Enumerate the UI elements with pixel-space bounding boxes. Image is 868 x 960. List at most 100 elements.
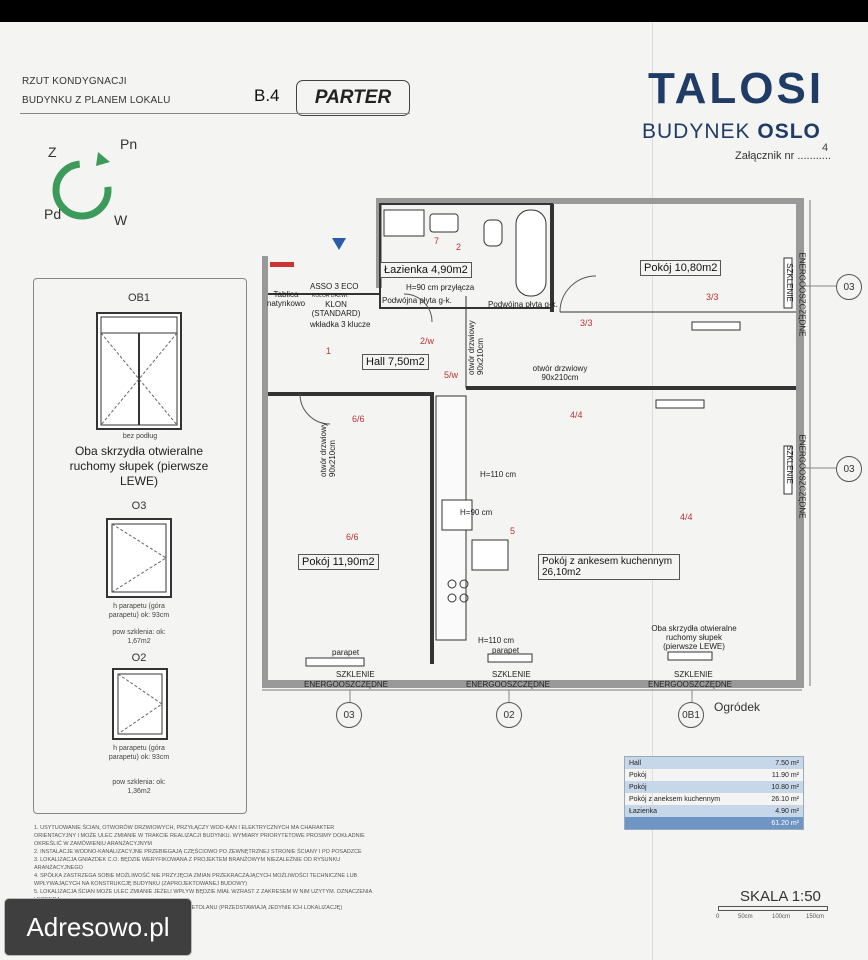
summary-value: 10.80 m² <box>771 783 799 791</box>
mark-7: 7 <box>434 236 440 246</box>
note-otwor-2: otwór drzwiowy 90x210cm <box>467 320 485 375</box>
building-name: OSLO <box>757 120 821 143</box>
summary-name: Pokój <box>629 783 647 791</box>
compass-w: W <box>114 212 128 228</box>
window-o2-icon <box>112 668 168 740</box>
legend-o2-sill: h parapetu (góra parapetu) ok: 93cm <box>108 745 170 761</box>
summary-row: Łazienka 4.90 m² <box>625 805 803 817</box>
summary-name: Pokój z aneksem kuchennym <box>629 795 721 803</box>
glazing-2: SZKLENIE <box>492 670 531 679</box>
mark-44a: 4/4 <box>570 410 583 420</box>
glazing-energy-1: ENERGOOSZCZĘDNE <box>304 680 389 689</box>
window-ob1-icon <box>96 312 182 430</box>
brand-logo: TALOSI <box>648 64 825 113</box>
footnote: 2. INSTALACJE WODNO-KANALIZACYJNE PRZEBI… <box>34 849 362 855</box>
mark-66a: 6/6 <box>352 414 365 424</box>
top-black-bar <box>0 0 868 22</box>
summary-value: 7.50 m² <box>775 759 799 767</box>
glazing-3: SZKLENIE <box>674 670 713 679</box>
window-o3-icon <box>106 518 172 598</box>
scale-tick: 50cm <box>738 914 753 920</box>
footnote: 4. SPÓŁKA ZASTRZEGA SOBIE MOŻLIWOŚĆ NIE … <box>34 873 358 887</box>
note-otwor-1: otwór drzwiowy 90x210cm <box>532 364 588 382</box>
summary-name: Hall <box>629 759 642 767</box>
floor-label: PARTER <box>296 80 410 116</box>
legend-o2-label: O2 <box>131 652 147 664</box>
mark-66b: 6/6 <box>346 532 359 542</box>
room-hall: Hall 7,50m2 <box>362 354 429 370</box>
glazing-energy-5: ENERGOOSZCZĘDNE <box>797 434 807 519</box>
note-ob: Oba skrzydła otwieralne ruchomy słupek (… <box>651 624 737 651</box>
annex-value: 4 <box>822 142 829 154</box>
mark-1: 1 <box>326 346 332 356</box>
summary-value: 4.90 m² <box>775 807 799 815</box>
footnote: 3. LOKALIZACJA GNIAZDEK C.O. BĘDZIE WERY… <box>34 857 341 871</box>
building-prefix: BUDYNEK <box>642 120 751 143</box>
summary-total-row: 61.20 m² <box>625 817 803 829</box>
mark-33a: 3/3 <box>580 318 593 328</box>
room-salon: Pokój z ankesem kuchennym 26,10m2 <box>538 554 680 580</box>
header-title-line1: RZUT KONDYGNACJI <box>22 76 127 87</box>
header-underline <box>20 113 410 114</box>
note-h110-b: H=110 cm <box>478 636 515 645</box>
mark-5w: 5/w <box>444 370 459 380</box>
legend-ob1-sill: bez podług <box>122 433 158 440</box>
entrance-marker-icon <box>332 238 346 250</box>
note-plyta2: Podwójna płyta g-k. <box>488 300 558 309</box>
note-otwor-3: otwór drzwiowy 90x210cm <box>319 422 337 477</box>
axis-label-03-right-bottom: 03 <box>836 456 862 482</box>
compass-icon <box>52 152 112 220</box>
brand-building: BUDYNEK OSLO <box>642 120 821 144</box>
adresowo-watermark: Adresowo.pl <box>4 898 192 956</box>
paper-fold <box>652 22 653 960</box>
header-title-line2: BUDYNKU Z PLANEM LOKALU <box>22 95 171 106</box>
mark-5: 5 <box>510 526 516 536</box>
summary-row: Hall 7.50 m² <box>625 757 803 769</box>
parapet-1: parapet <box>332 648 360 657</box>
mark-44b: 4/4 <box>680 512 693 522</box>
legend-ob1-label: OB1 <box>127 292 150 304</box>
note-h90-b: H=90 cm <box>460 508 493 517</box>
glazing-energy-2: ENERGOOSZCZĘDNE <box>466 680 551 689</box>
compass-pd: Pd <box>44 206 62 222</box>
mark-2w: 2/w <box>420 336 435 346</box>
summary-value: 26.10 m² <box>771 795 799 803</box>
scale-label: SKALA 1:50 <box>740 888 821 905</box>
note-h90: H=90 cm przyłącza <box>406 283 475 292</box>
legend-o2-area: pow szklenia: ok: 1,36m2 <box>112 779 166 795</box>
mark-2: 2 <box>456 242 462 252</box>
window-legend <box>33 278 247 814</box>
glazing-1: SZKLENIE <box>336 670 375 679</box>
parapet-2: parapet <box>492 646 520 655</box>
axis-label-02: 02 <box>496 702 522 728</box>
summary-row: Pokój z aneksem kuchennym 26.10 m² <box>625 793 803 805</box>
legend-o3-label: O3 <box>131 500 147 512</box>
room-pokoj-2: Pokój 11,90m2 <box>298 554 379 570</box>
room-pokoj-1: Pokój 10,80m2 <box>640 260 722 276</box>
glazing-4: SZKLENIE <box>784 263 794 302</box>
scale-tick: 0 <box>716 914 720 920</box>
summary-name: Pokój <box>629 771 647 779</box>
note-wkladka: wkładka 3 klucze <box>310 320 371 329</box>
unit-code: B.4 <box>254 86 280 105</box>
annex-dots: ........... <box>797 150 831 162</box>
axis-label-03-bottom: 03 <box>336 702 362 728</box>
compass-z: Z <box>48 144 57 160</box>
axis-label-0b1: 0B1 <box>678 702 704 728</box>
summary-row: Pokój 10.80 m² <box>625 781 803 793</box>
annex-text: Załącznik nr <box>735 150 795 162</box>
note-plyta1: Podwójna płyta g-k. <box>382 296 452 305</box>
note-tablica: Tablica natynkowo <box>266 290 306 308</box>
note-h110-a: H=110 cm <box>480 470 517 479</box>
legend-ob1-description: Oba skrzydła otwieralne ruchomy słupek (… <box>69 444 209 488</box>
glazing-5: SZKLENIE <box>784 445 794 484</box>
summary-name: Łazienka <box>629 807 658 815</box>
mark-33b: 3/3 <box>706 292 719 302</box>
legend-o3-area: pow szklenia: ok: 1,67m2 <box>112 629 166 645</box>
glazing-energy-3: ENERGOOSZCZĘDNE <box>648 680 733 689</box>
summary-total: 61.20 m² <box>771 819 799 827</box>
note-color: KOLOR DRZWI: <box>312 293 349 299</box>
compass-pn: Pn <box>120 136 138 152</box>
